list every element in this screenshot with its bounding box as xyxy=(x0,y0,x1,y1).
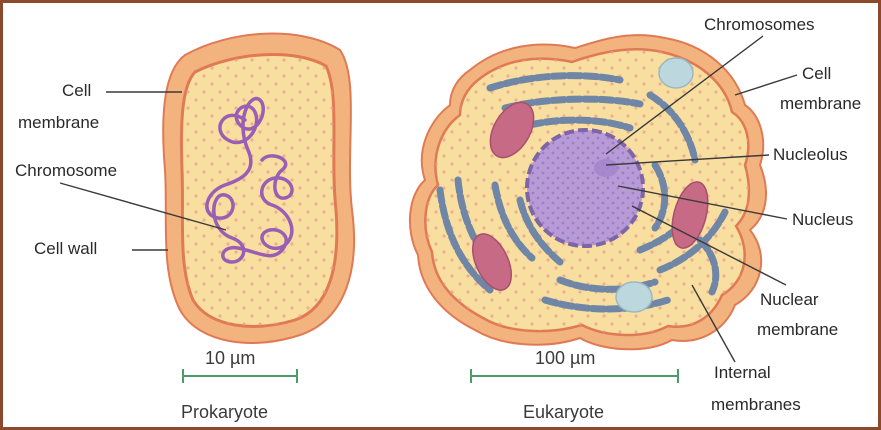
vacuole xyxy=(616,282,652,312)
prokaryote-cell xyxy=(163,34,354,343)
label-cell-wall: Cell wall xyxy=(34,239,97,258)
label-nucleolus: Nucleolus xyxy=(773,145,848,164)
caption-prokaryote: Prokaryote xyxy=(181,402,268,422)
label-internal-membranes-line1: Internal xyxy=(714,363,771,382)
scale-bar-eukaryote xyxy=(471,369,678,383)
label-nuclear-membrane-line1: Nuclear xyxy=(760,290,819,309)
label-nucleus: Nucleus xyxy=(792,210,853,229)
label-eukaryote-cell-membrane-line1: Cell xyxy=(802,64,831,83)
label-eukaryote-cell-membrane-line2: membrane xyxy=(780,94,861,113)
nucleolus xyxy=(594,159,618,177)
eukaryote-cell xyxy=(410,35,766,349)
scale-label-prokaryote: 10 µm xyxy=(205,348,255,368)
leader-eukaryote-cell-membrane xyxy=(735,75,797,95)
vacuole xyxy=(659,58,693,88)
label-chromosomes: Chromosomes xyxy=(704,15,815,34)
label-chromosome: Chromosome xyxy=(15,161,117,180)
scale-label-eukaryote: 100 µm xyxy=(535,348,595,368)
label-nuclear-membrane-line2: membrane xyxy=(757,320,838,339)
label-prokaryote-cell-membrane-line1: Cell xyxy=(62,81,91,100)
label-internal-membranes-line2: membranes xyxy=(711,395,801,414)
label-prokaryote-cell-membrane-line2: membrane xyxy=(18,113,99,132)
caption-eukaryote: Eukaryote xyxy=(523,402,604,422)
scale-bar-prokaryote xyxy=(183,369,297,383)
